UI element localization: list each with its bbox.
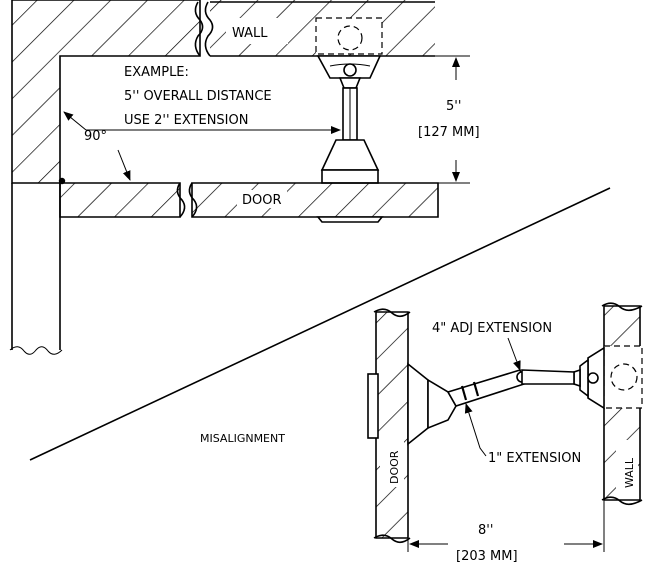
- wall-bumper: [315, 17, 383, 184]
- misalignment-label: MISALIGNMENT: [200, 432, 285, 445]
- top-wall-section: WALL: [194, 0, 435, 57]
- one-extension-label: 1" EXTENSION: [488, 451, 581, 466]
- door-slab-top: DOOR: [58, 177, 439, 223]
- hinge-point: [58, 177, 66, 185]
- dimension-5-inch: 5'' [127 MM]: [392, 55, 480, 184]
- use-extension-label: USE 2'' EXTENSION: [124, 113, 248, 128]
- wall-side: WALL: [601, 302, 643, 506]
- wall-bumper-side: [573, 346, 605, 410]
- example-label: EXAMPLE:: [124, 65, 189, 80]
- top-view: WALL DOOR: [9, 0, 480, 355]
- overall-distance-label: 5'' OVERALL DISTANCE: [124, 89, 272, 104]
- adj-extension-label: 4" ADJ EXTENSION: [432, 321, 552, 336]
- angle-label: 90°: [84, 129, 107, 144]
- door-slab-side: DOOR: [367, 308, 411, 544]
- diagonal-divider: [29, 187, 611, 461]
- misalignment-view: MISALIGNMENT DOOR WALL: [200, 302, 643, 564]
- dimension-8-mm-label: [203 MM]: [456, 549, 518, 564]
- dimension-5-inch-label: 5'': [446, 99, 461, 114]
- dimension-8-inch: 8'' [203 MM]: [407, 500, 605, 564]
- adj-extension: [521, 369, 575, 385]
- wall-top-label: WALL: [232, 26, 268, 41]
- door-bumper-side: [407, 362, 457, 446]
- one-inch-extension: [446, 368, 528, 407]
- door-top-label: DOOR: [242, 193, 282, 208]
- dimension-5-mm-label: [127 MM]: [418, 125, 480, 140]
- door-side-label: DOOR: [388, 450, 401, 484]
- corner-wall: [9, 0, 201, 355]
- dimension-8-inch-label: 8'': [478, 523, 493, 538]
- wall-side-label: WALL: [623, 457, 636, 488]
